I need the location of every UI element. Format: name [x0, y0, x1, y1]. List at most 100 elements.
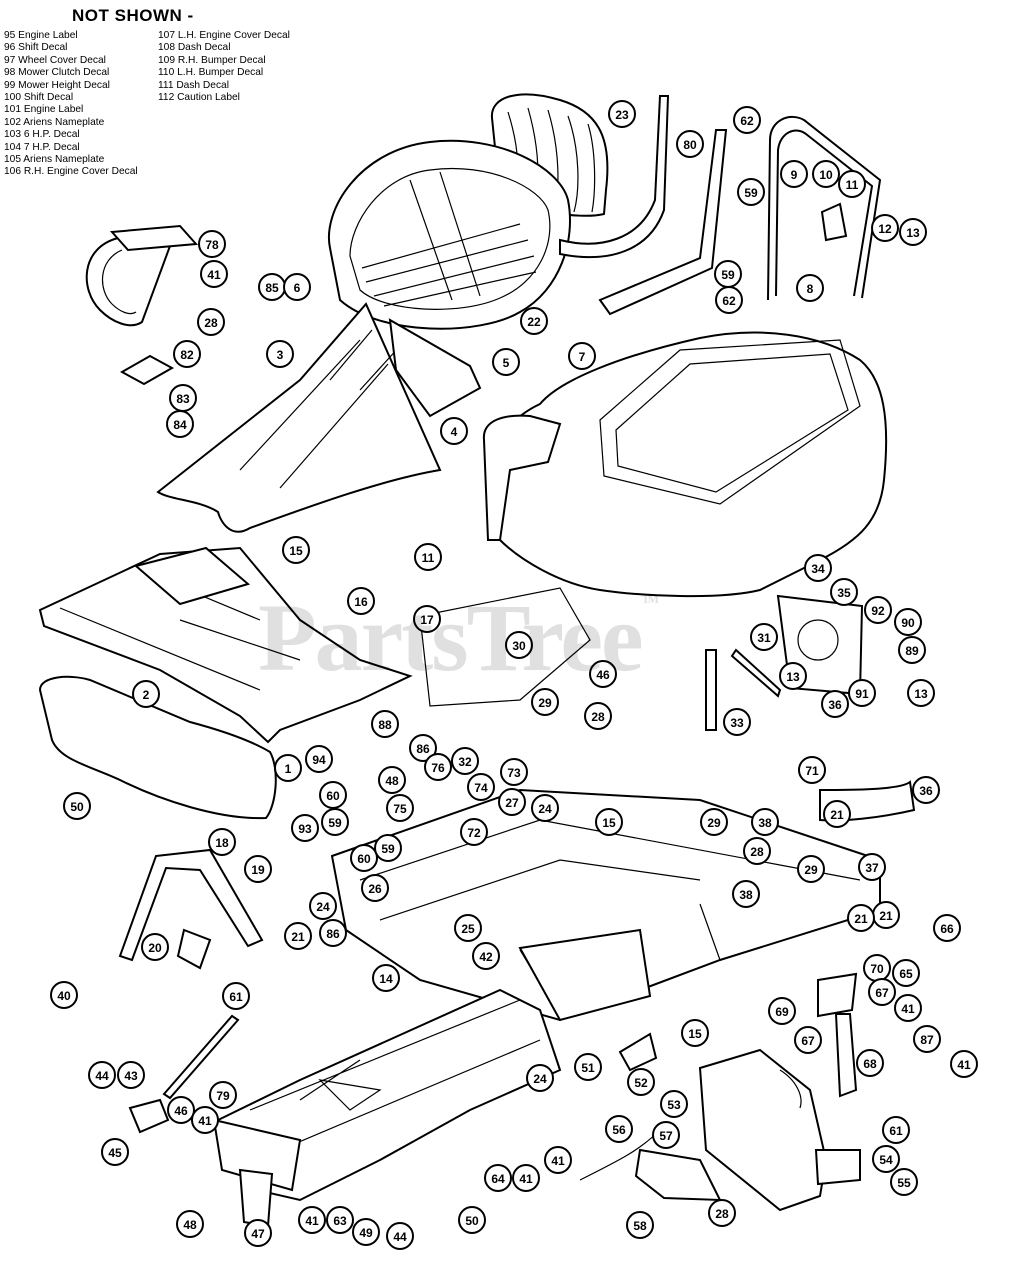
callout-label: 37: [865, 861, 879, 875]
callout-32: 32: [451, 747, 479, 775]
callout-label: 11: [422, 551, 435, 565]
callout-61: 61: [882, 1116, 910, 1144]
callout-circle: [882, 1116, 910, 1144]
bracket-66-part: [817, 972, 858, 1018]
callout-label: 41: [305, 1214, 319, 1228]
callout-15: 15: [282, 536, 310, 564]
callout-label: 11: [846, 178, 859, 192]
callout-26: 26: [361, 874, 389, 902]
callout-82: 82: [173, 340, 201, 368]
callout-57: 57: [652, 1121, 680, 1149]
callout-label: 54: [879, 1153, 893, 1167]
callout-label: 6: [294, 281, 301, 295]
callout-label: 29: [538, 696, 552, 710]
spring-51-part: [618, 1032, 658, 1072]
callout-label: 75: [393, 802, 407, 816]
callout-50: 50: [458, 1206, 486, 1234]
callout-circle: [899, 218, 927, 246]
callout-circle: [751, 808, 779, 836]
callout-circle: [244, 1219, 272, 1247]
legend-item: 100 Shift Decal: [4, 92, 74, 104]
callout-90: 90: [894, 608, 922, 636]
callout-circle: [526, 1064, 554, 1092]
callout-29: 29: [700, 808, 728, 836]
callout-80: 80: [676, 130, 704, 158]
legend-item: 102 Ariens Nameplate: [4, 116, 105, 128]
callout-label: 86: [326, 927, 340, 941]
callout-label: 17: [420, 613, 434, 627]
callout-18: 18: [208, 828, 236, 856]
callout-label: 13: [914, 687, 928, 701]
callout-63: 63: [326, 1206, 354, 1234]
callout-label: 71: [805, 764, 819, 778]
callout-12: 12: [871, 214, 899, 242]
callout-label: 36: [828, 698, 842, 712]
callout-67: 67: [794, 1026, 822, 1054]
callout-28: 28: [584, 702, 612, 730]
callout-46: 46: [589, 660, 617, 688]
callout-38: 38: [732, 880, 760, 908]
callout-circle: [222, 982, 250, 1010]
callout-1: 1: [274, 754, 302, 782]
callout-label: 61: [229, 990, 243, 1004]
callout-25: 25: [454, 914, 482, 942]
callout-circle: [50, 981, 78, 1009]
callout-circle: [167, 1096, 195, 1124]
callout-label: 58: [633, 1219, 647, 1233]
callout-56: 56: [605, 1115, 633, 1143]
callout-circle: [352, 1218, 380, 1246]
callout-74: 74: [467, 773, 495, 801]
callout-41: 41: [894, 994, 922, 1022]
callout-59: 59: [321, 808, 349, 836]
callout-label: 89: [905, 644, 919, 658]
callout-circle: [132, 680, 160, 708]
callout-71: 71: [798, 756, 826, 784]
callout-label: 84: [173, 418, 187, 432]
callout-circle: [101, 1138, 129, 1166]
callout-circle: [676, 130, 704, 158]
callout-label: 76: [431, 761, 445, 775]
callout-31: 31: [750, 623, 778, 651]
callout-69: 69: [768, 997, 796, 1025]
callout-circle: [584, 702, 612, 730]
callout-label: 20: [148, 941, 162, 955]
callout-21: 21: [823, 800, 851, 828]
callout-circle: [715, 286, 743, 314]
callout-89: 89: [898, 636, 926, 664]
callout-label: 92: [871, 604, 885, 618]
callout-circle: [374, 834, 402, 862]
callout-circle: [321, 808, 349, 836]
callout-circle: [505, 631, 533, 659]
callout-61: 61: [222, 982, 250, 1010]
callout-67: 67: [868, 978, 896, 1006]
callout-label: 28: [715, 1207, 729, 1221]
callout-circle: [531, 794, 559, 822]
callout-circle: [907, 679, 935, 707]
callout-circle: [660, 1090, 688, 1118]
callout-label: 62: [722, 294, 736, 308]
callout-circle: [141, 933, 169, 961]
callout-label: 44: [393, 1230, 407, 1244]
legend-item: 107 L.H. Engine Cover Decal: [158, 30, 290, 41]
callout-circle: [319, 781, 347, 809]
callout-circle: [626, 1211, 654, 1239]
callout-label: 33: [730, 716, 744, 730]
seat-bracket-part: [598, 129, 728, 316]
callout-circle: [266, 340, 294, 368]
callout-84: 84: [166, 410, 194, 438]
callout-28: 28: [197, 308, 225, 336]
callout-circle: [531, 688, 559, 716]
seat-support-part: [156, 302, 482, 533]
callout-38: 38: [751, 808, 779, 836]
callout-36: 36: [912, 776, 940, 804]
callout-13: 13: [907, 679, 935, 707]
legend-item: 112 Caution Label: [158, 92, 240, 104]
callout-circle: [830, 578, 858, 606]
callout-24: 24: [531, 794, 559, 822]
callout-6: 6: [283, 273, 311, 301]
callout-circle: [858, 853, 886, 881]
callout-label: 93: [298, 822, 312, 836]
callout-circle: [544, 1146, 572, 1174]
callout-circle: [733, 106, 761, 134]
callout-circle: [298, 1206, 326, 1234]
